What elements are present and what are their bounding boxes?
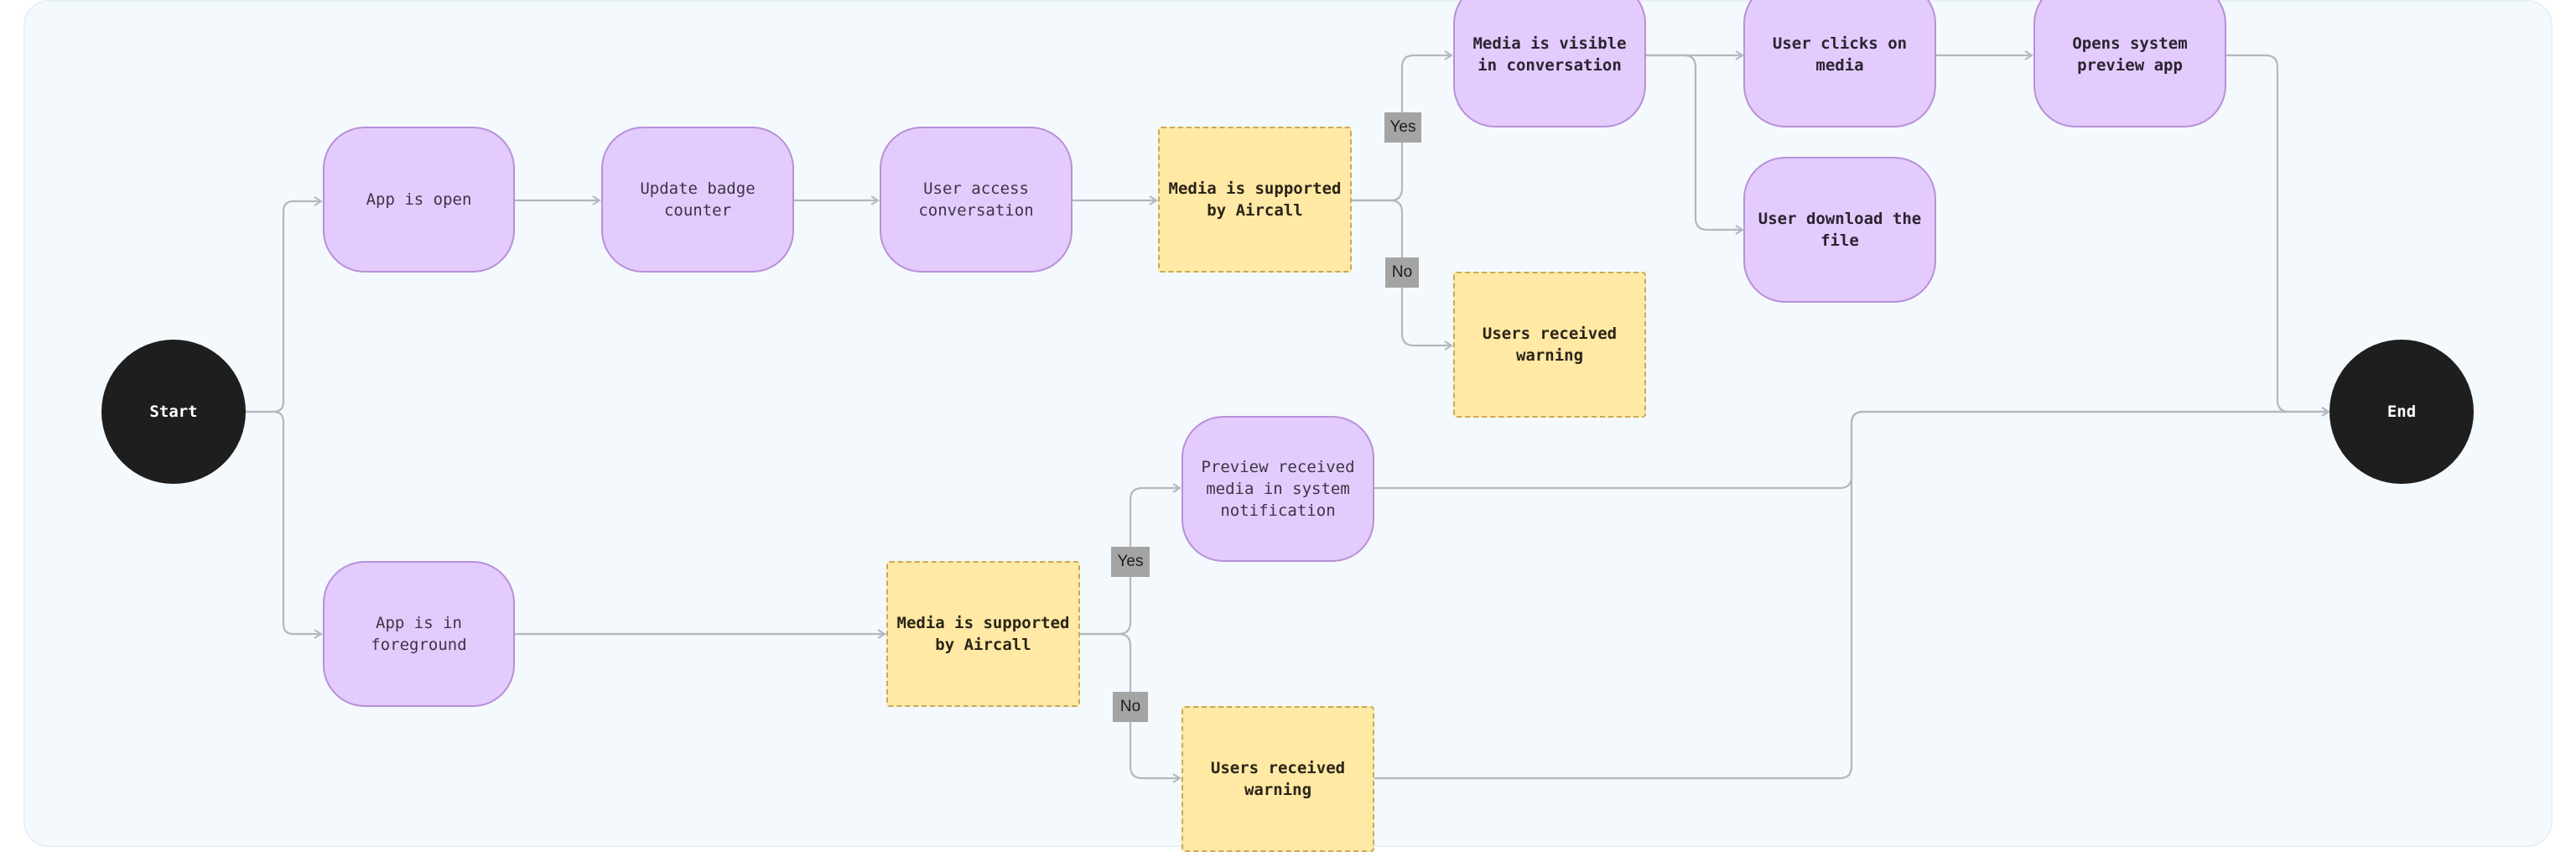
edge-start-app-foreground	[243, 410, 323, 639]
edge-media-visible-user-download	[1646, 54, 1744, 235]
users-received-warning-top: Users received warning	[1453, 272, 1646, 418]
opens-system-preview-node: Opens system preview app	[2033, 0, 2226, 127]
users-received-warning-bottom: Users received warning	[1182, 706, 1374, 852]
update-badge-counter-node: Update badge counter	[601, 127, 794, 273]
start-node: Start	[101, 340, 246, 484]
user-clicks-media-node: User clicks on media	[1743, 0, 1936, 127]
edge-opens-preview-end	[2226, 54, 2330, 417]
user-access-conversation-node: User access conversation	[880, 127, 1072, 273]
connectors	[243, 50, 2330, 783]
no-label-bottom: No	[1113, 692, 1148, 722]
edge-start-app-open	[243, 196, 323, 413]
user-download-file-node: User download the file	[1743, 157, 1936, 303]
yes-label-top: Yes	[1384, 112, 1421, 143]
app-in-foreground-node: App is in foreground	[323, 561, 515, 707]
media-supported-decision-bottom: Media is supported by Aircall	[886, 561, 1080, 707]
end-node: End	[2329, 340, 2474, 484]
no-label-top: No	[1385, 257, 1419, 288]
edge-warning-bottom-end	[1374, 410, 2329, 780]
preview-notification-node: Preview received media in system notific…	[1182, 416, 1374, 562]
media-visible-node: Media is visible in conversation	[1453, 0, 1646, 127]
app-is-open-node: App is open	[323, 127, 515, 273]
yes-label-bottom: Yes	[1111, 547, 1150, 577]
media-supported-decision-top: Media is supported by Aircall	[1158, 127, 1352, 273]
